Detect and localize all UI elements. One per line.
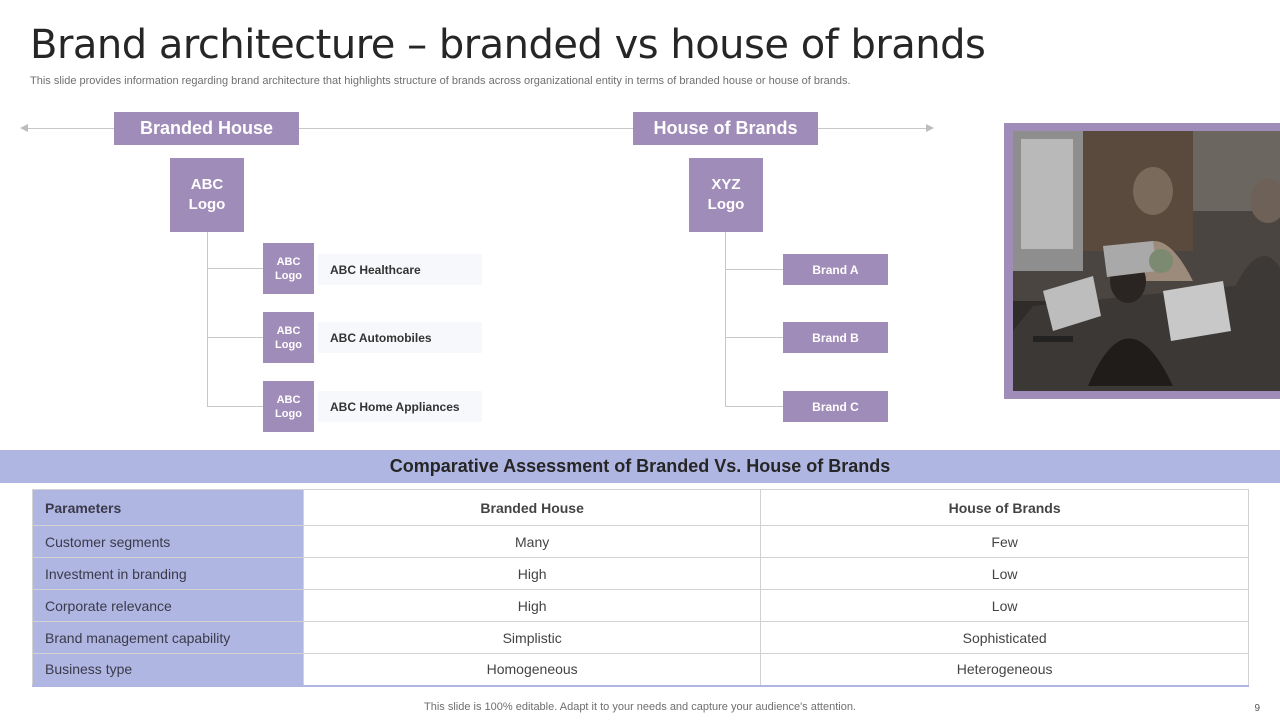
house-tree-branch bbox=[725, 269, 783, 270]
parameter-cell: Corporate relevance bbox=[32, 589, 304, 622]
house-of-brands-cell: Low bbox=[760, 557, 1249, 590]
parameter-cell: Customer segments bbox=[32, 525, 304, 558]
arrow-left-icon bbox=[20, 124, 28, 132]
page-number: 9 bbox=[1254, 703, 1260, 714]
header-house-of-brands: House of Brands bbox=[760, 489, 1249, 526]
house-tree-branch bbox=[725, 406, 783, 407]
table-header-row: Parameters Branded House House of Brands bbox=[32, 489, 1249, 526]
xyz-main-logo: XYZ Logo bbox=[689, 158, 763, 232]
sub-brand-name: ABC Healthcare bbox=[318, 254, 482, 285]
sub-brand-name: ABC Home Appliances bbox=[318, 391, 482, 422]
branded-tree-branch bbox=[207, 406, 263, 407]
table-row: Brand management capability Simplistic S… bbox=[32, 621, 1249, 654]
parameter-cell: Business type bbox=[32, 653, 304, 687]
comparison-banner: Comparative Assessment of Branded Vs. Ho… bbox=[0, 450, 1280, 483]
brand-box: Brand C bbox=[783, 391, 888, 422]
table-row: Corporate relevance High Low bbox=[32, 589, 1249, 622]
house-tree-branch bbox=[725, 337, 783, 338]
branded-tree-connector bbox=[207, 232, 208, 406]
branded-house-cell: High bbox=[302, 589, 762, 622]
branded-house-cell: Homogeneous bbox=[302, 653, 762, 687]
sub-brand-name: ABC Automobiles bbox=[318, 322, 482, 353]
house-of-brands-cell: Low bbox=[760, 589, 1249, 622]
branded-house-label: Branded House bbox=[114, 112, 299, 145]
abc-main-logo: ABC Logo bbox=[170, 158, 244, 232]
comparison-table: Parameters Branded House House of Brands… bbox=[32, 489, 1249, 687]
parameter-cell: Investment in branding bbox=[32, 557, 304, 590]
branded-tree-branch bbox=[207, 268, 263, 269]
house-of-brands-cell: Few bbox=[760, 525, 1249, 558]
slide-footer: This slide is 100% editable. Adapt it to… bbox=[424, 701, 856, 713]
branded-house-cell: High bbox=[302, 557, 762, 590]
table-row: Business type Homogeneous Heterogeneous bbox=[32, 653, 1249, 687]
house-of-brands-cell: Sophisticated bbox=[760, 621, 1249, 654]
brand-box: Brand A bbox=[783, 254, 888, 285]
parameter-cell: Brand management capability bbox=[32, 621, 304, 654]
table-row: Customer segments Many Few bbox=[32, 525, 1249, 558]
branded-house-cell: Simplistic bbox=[302, 621, 762, 654]
axis-line bbox=[26, 128, 930, 129]
branded-house-cell: Many bbox=[302, 525, 762, 558]
header-parameters: Parameters bbox=[32, 489, 304, 526]
abc-sub-logo: ABC Logo bbox=[263, 243, 314, 294]
abc-sub-logo: ABC Logo bbox=[263, 312, 314, 363]
arrow-right-icon bbox=[926, 124, 934, 132]
house-of-brands-cell: Heterogeneous bbox=[760, 653, 1249, 687]
slide-subtitle: This slide provides information regardin… bbox=[30, 75, 851, 87]
table-row: Investment in branding High Low bbox=[32, 557, 1249, 590]
branded-tree-branch bbox=[207, 337, 263, 338]
header-branded-house: Branded House bbox=[302, 489, 762, 526]
slide-title: Brand architecture – branded vs house of… bbox=[30, 22, 986, 68]
brand-box: Brand B bbox=[783, 322, 888, 353]
team-meeting-photo bbox=[1013, 131, 1280, 391]
house-tree-connector bbox=[725, 232, 726, 406]
house-of-brands-label: House of Brands bbox=[633, 112, 818, 145]
abc-sub-logo: ABC Logo bbox=[263, 381, 314, 432]
